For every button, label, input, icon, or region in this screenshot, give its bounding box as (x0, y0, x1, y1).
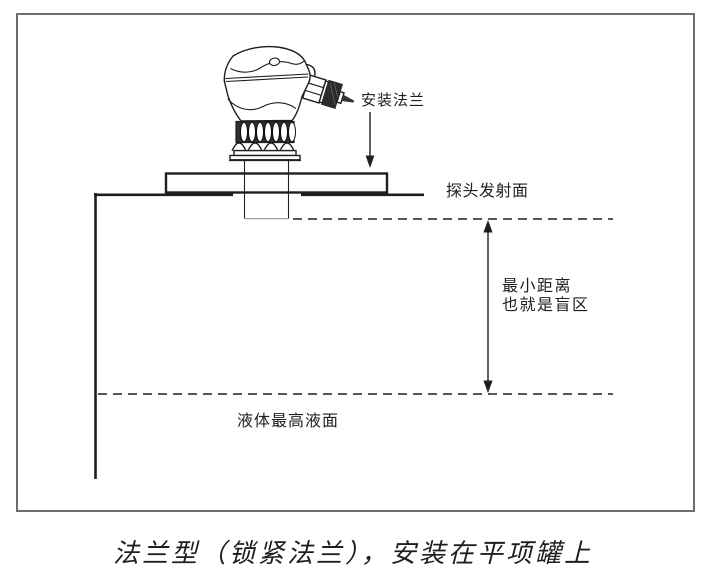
mounting-flange-arrow (365, 112, 375, 168)
min-distance-label-line2: 也就是盲区 (502, 295, 590, 314)
tank-outline (94, 193, 424, 479)
min-distance-arrow (483, 220, 493, 393)
max-liquid-level-label: 液体最高液面 (237, 411, 340, 430)
probe-tube (243, 160, 290, 220)
figure-caption: 法兰型（锁紧法兰），安装在平项罐上 (112, 539, 593, 569)
scalloped-nut (231, 142, 295, 152)
diagram-border (16, 13, 695, 512)
min-distance-label-line1: 最小距离 (502, 276, 573, 295)
min-distance-label: 最小距离 也就是盲区 (502, 276, 590, 314)
cable (341, 94, 355, 103)
collar-plate-lower (229, 154, 301, 161)
ribbed-ring (235, 120, 296, 144)
sensor-housing (223, 45, 311, 122)
probe-surface-label: 探头发射面 (446, 181, 529, 200)
mounting-flange-label: 安装法兰 (361, 91, 426, 109)
mounting-flange (164, 172, 389, 194)
housing-screw (268, 57, 281, 67)
radar-sensor (223, 45, 355, 162)
cable-gland (301, 74, 355, 110)
